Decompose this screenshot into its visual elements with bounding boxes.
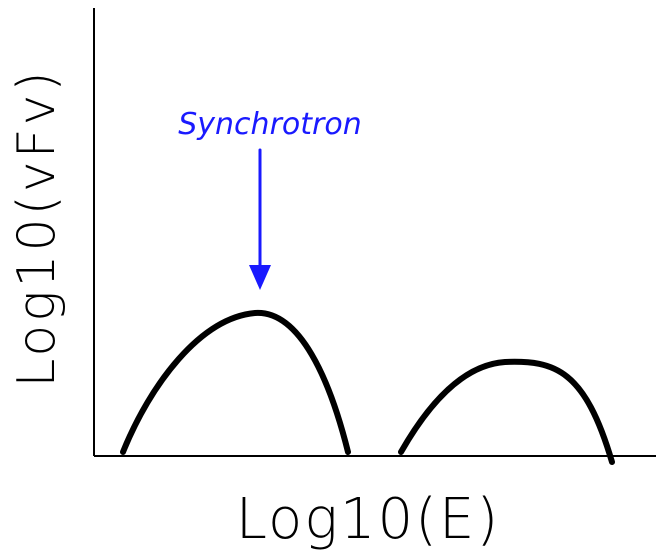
y-axis-label: Log10(vFv) xyxy=(7,68,67,387)
x-axis-label: Log10(E) xyxy=(236,487,500,552)
annotation-arrowhead xyxy=(249,265,271,290)
synchrotron-hump xyxy=(120,309,351,455)
second-hump xyxy=(398,358,615,465)
synchrotron-annotation: Synchrotron xyxy=(178,107,361,142)
